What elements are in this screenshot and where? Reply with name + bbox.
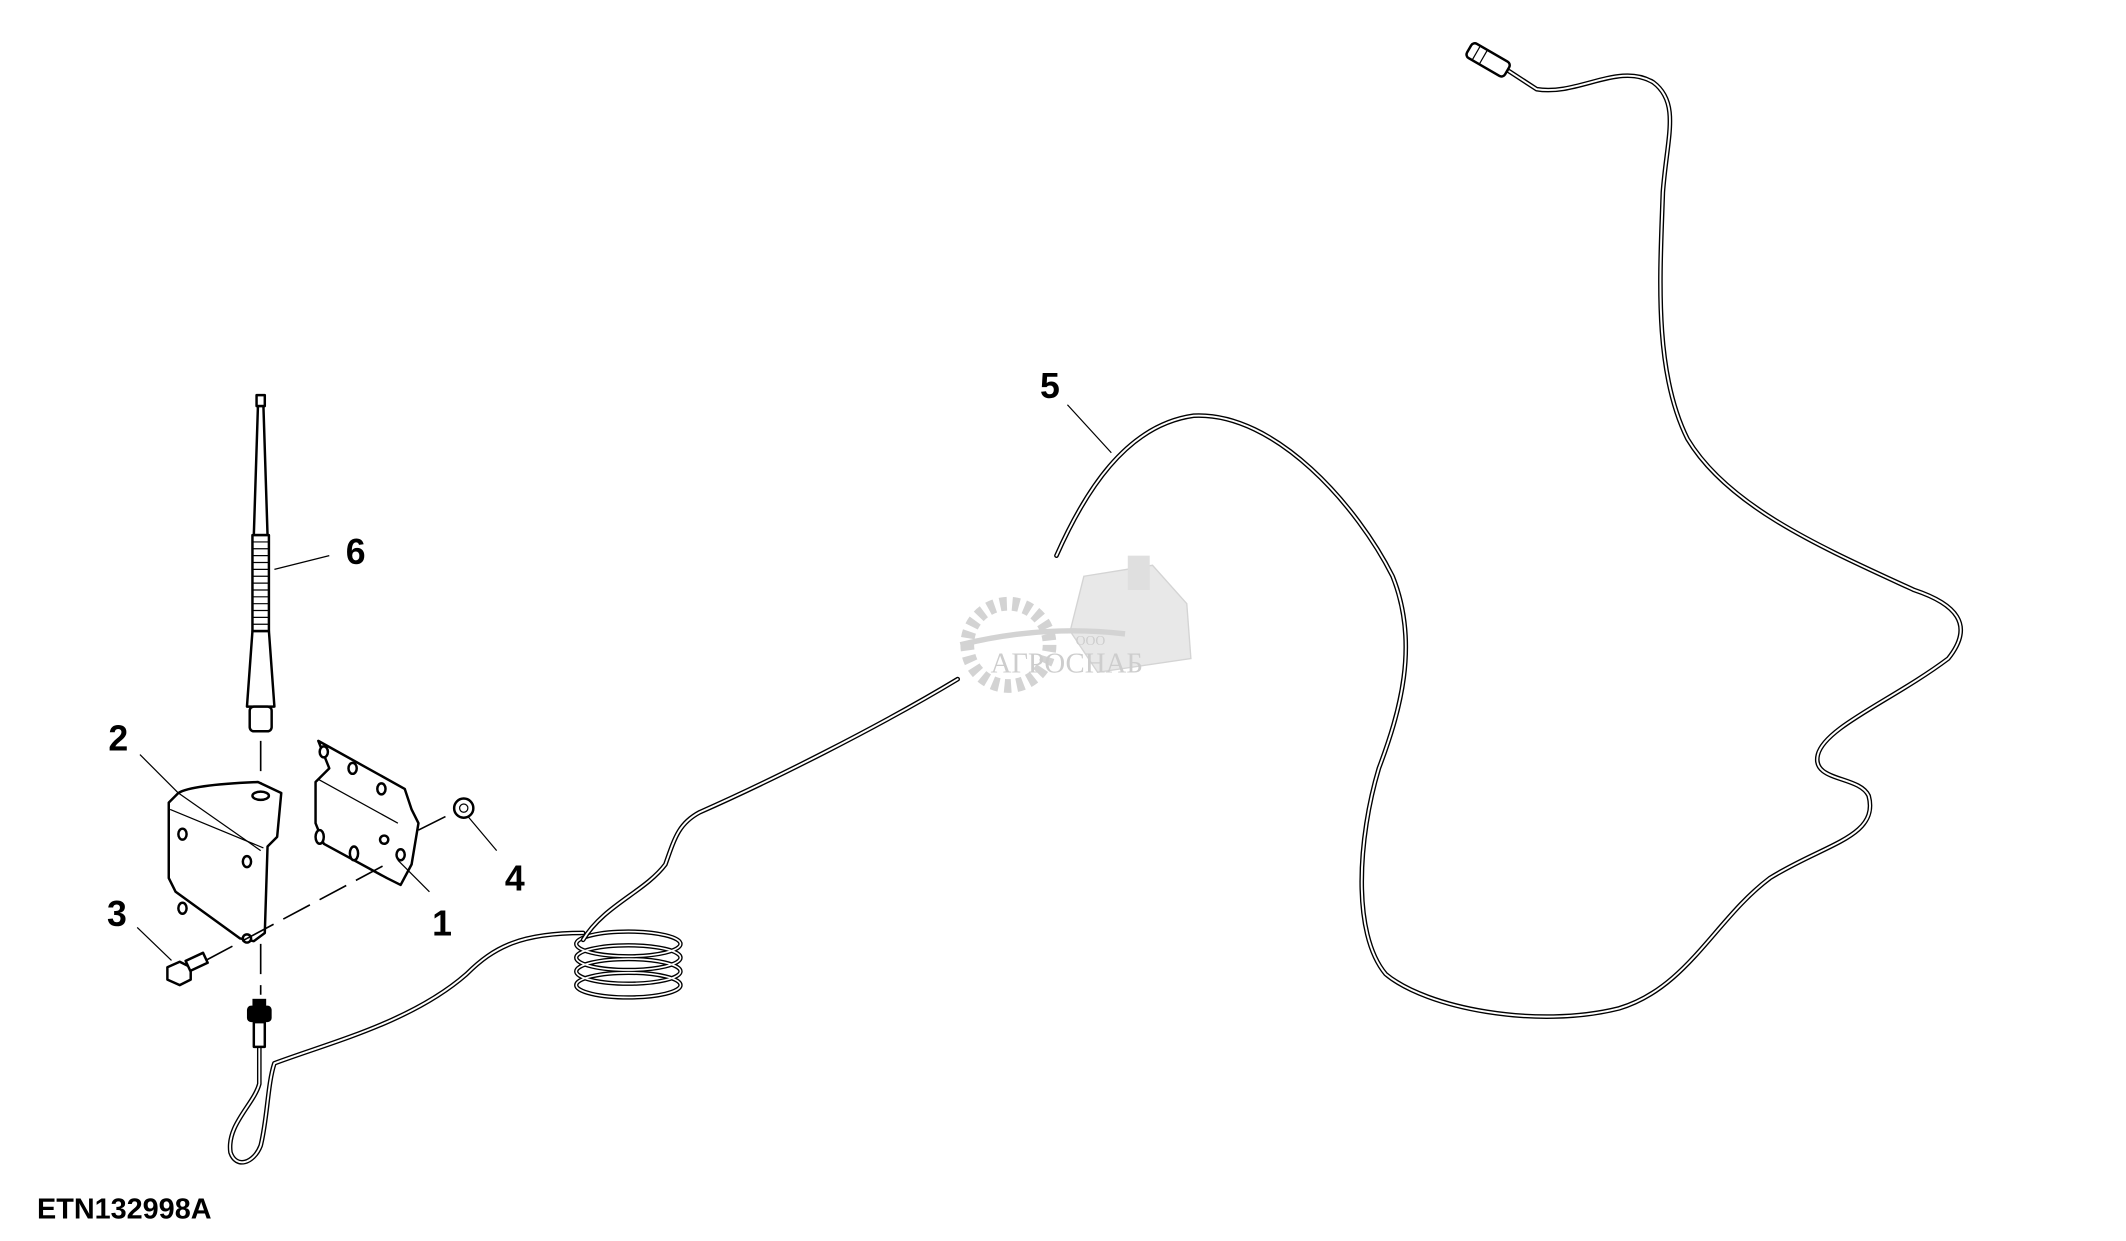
nut [452, 797, 475, 819]
watermark-logo: ООО АГРОСНАБ [959, 555, 1192, 693]
bolt [166, 937, 248, 987]
antenna-cable [227, 42, 1963, 1165]
watermark-name: АГРОСНАБ [991, 647, 1143, 679]
leader-lines [136, 404, 1112, 961]
callout-1: 1 [432, 904, 452, 944]
watermark-prefix: ООО [1076, 633, 1106, 648]
antenna-bracket [167, 780, 283, 995]
cable-end-connector [1465, 42, 1511, 78]
antenna-whip [245, 393, 276, 789]
mounting-bracket [246, 739, 460, 940]
figure-id: ETN132998A [37, 1193, 212, 1225]
callout-2: 2 [108, 718, 128, 758]
callout-3: 3 [107, 894, 127, 934]
callout-6: 6 [346, 532, 366, 572]
callout-5: 5 [1040, 366, 1060, 406]
antenna-connector [246, 998, 272, 1049]
callout-4: 4 [505, 858, 525, 898]
cable-coil [574, 929, 683, 1000]
